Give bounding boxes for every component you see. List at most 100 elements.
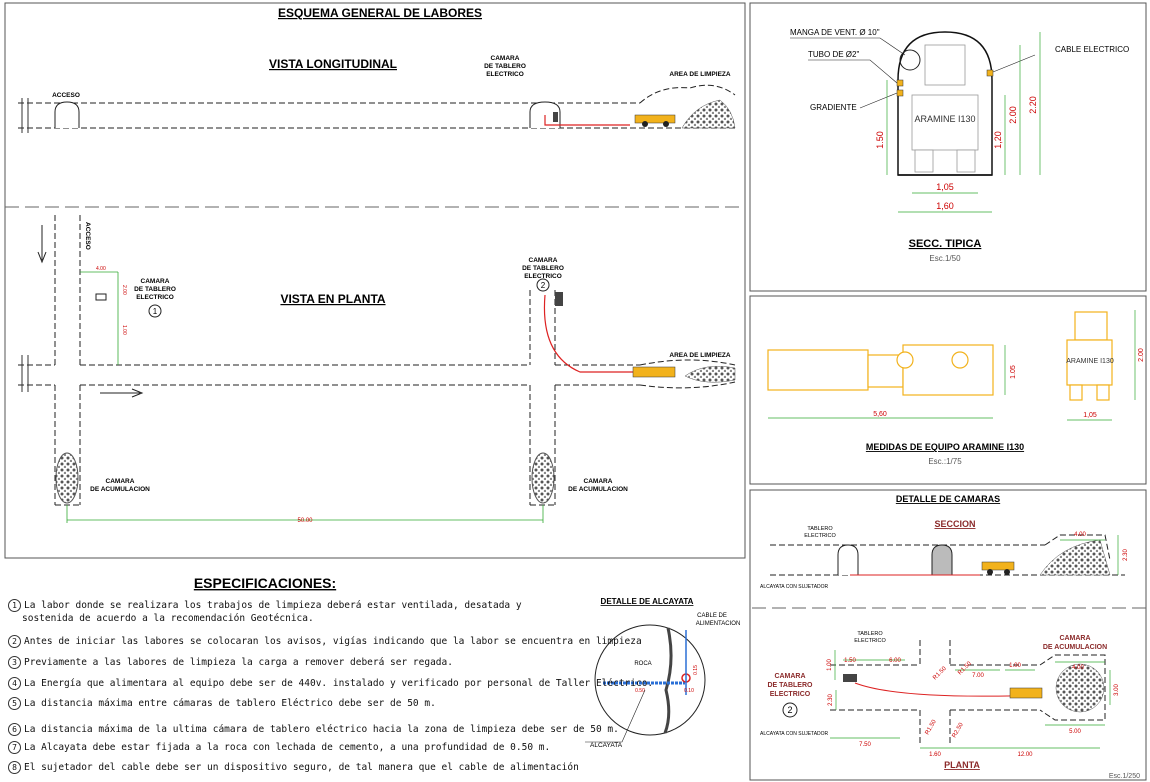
plan-camara2-num: 2 <box>541 281 546 290</box>
secc-tubo-left <box>896 79 904 87</box>
plan-cable <box>543 294 640 373</box>
detalle-d4: 1.00 <box>1009 663 1021 669</box>
plan-dim-50: 50.00 <box>297 518 313 524</box>
detalle-dim-400: 4.00 <box>1074 532 1086 538</box>
plan-camara1-tablero <box>95 293 107 301</box>
alcayata-roca: ROCA <box>634 661 651 667</box>
plan-camara1-marker <box>148 304 162 318</box>
detalle-seccion-scooptram <box>981 561 1015 575</box>
medidas-scale: Esc.:1/75 <box>928 457 962 466</box>
plan-scooptram <box>632 366 676 378</box>
spec-item: sostenida de acuerdo a la recomendación … <box>22 613 314 624</box>
alcayata-circle <box>594 624 706 736</box>
secc-dim-200: 2.00 <box>1008 106 1018 124</box>
detalle-d7: 5.00 <box>1069 729 1081 735</box>
spec-item-text: La Alcayata debe estar fijada a la roca … <box>24 742 551 753</box>
spec-item-number: 2 <box>8 635 21 648</box>
alcayata-label: ALCAYATA <box>590 742 623 749</box>
secc-title: SECC. TIPICA <box>909 238 982 250</box>
secc-manga-label: MANGA DE VENT. Ø 10" <box>790 28 880 37</box>
spec-item-number: 3 <box>8 656 21 669</box>
long-acceso-label: ACCESO <box>52 92 80 99</box>
long-area-label: AREA DE LIMPIEZA <box>669 71 730 78</box>
detalle-sujetador2: ALCAYATA CON SUJETADOR <box>760 731 829 737</box>
secc-cable-right <box>986 69 994 77</box>
secc-manga-circle <box>899 49 921 71</box>
long-rock-pile <box>681 99 736 129</box>
alcayata-title: DETALLE DE ALCAYATA <box>601 597 694 606</box>
plan-camara2-marker <box>536 278 550 292</box>
detalle-r2: R1.50 <box>957 660 973 676</box>
plan-acum2-pile <box>531 452 555 504</box>
spec-item-number: 7 <box>8 741 21 754</box>
spec-item-text: El sujetador del cable debe ser un dispo… <box>24 762 579 773</box>
detalle-planta-rocks <box>1055 663 1105 713</box>
detalle-planta-tablero <box>843 674 857 682</box>
detalle-planta-tunnel <box>830 640 1106 745</box>
medidas-front-view <box>1066 311 1113 401</box>
spec-item-text: La distancia máxima entre cámaras de tab… <box>24 698 436 709</box>
plan-dim-4: 4.00 <box>96 266 106 272</box>
plan-title: VISTA EN PLANTA <box>280 292 385 306</box>
plan-break-symbol <box>21 355 29 392</box>
plan-camara1-dims <box>80 271 119 365</box>
spec-item-number: 4 <box>8 677 21 690</box>
detalle-planta-scooptram <box>1009 687 1043 699</box>
detalle-sujetador: ALCAYATA CON SUJETADOR <box>760 584 829 590</box>
spec-item-text: sostenida de acuerdo a la recomendación … <box>22 613 314 624</box>
alcayata-leader <box>585 689 646 743</box>
medidas-dims <box>768 310 1136 421</box>
plan-tunnels <box>18 215 736 506</box>
plan-rock-pile <box>684 366 736 383</box>
detalle-d3: 7.00 <box>972 673 984 679</box>
detalle-planta: PLANTA <box>944 760 980 770</box>
spec-item-number: 5 <box>8 697 21 710</box>
plan-arrow-down-head <box>37 251 47 264</box>
secc-equipo-label: ARAMINE I130 <box>914 114 975 124</box>
long-acceso-niche <box>54 101 80 128</box>
spec-item-number: 8 <box>8 761 21 774</box>
plan-acceso-label: ACCESO <box>84 222 91 250</box>
detalle-d8: 7.50 <box>859 742 871 748</box>
secc-equipment <box>911 44 979 173</box>
main-title: ESQUEMA GENERAL DE LABORES <box>278 6 482 20</box>
detalle-planta-cable <box>854 682 1041 697</box>
long-tablero-box <box>553 112 558 122</box>
spec-item-number: 1 <box>8 599 21 612</box>
medidas-dim-105: 1,05 <box>1083 412 1097 419</box>
secc-dim-105: 1,05 <box>936 182 954 192</box>
spec-item-number: 6 <box>8 723 21 736</box>
medidas-side-view <box>767 344 994 396</box>
plan-camara1-num: 1 <box>153 307 158 316</box>
medidas-dim-105h: 1.05 <box>1010 365 1017 379</box>
plan-camara2-tablero <box>555 292 563 306</box>
detalle-planta-dims <box>830 650 1111 749</box>
detalle-r4: R2.50 <box>952 722 966 739</box>
alcayata-d3: 0.15 <box>693 665 699 675</box>
spec-item-text: La labor donde se realizara los trabajos… <box>24 600 522 611</box>
medidas-dim-200: 2.00 <box>1138 348 1145 362</box>
long-cable <box>544 115 630 126</box>
detalle-title: DETALLE DE CAMARAS <box>896 494 1000 504</box>
secc-leaders <box>790 37 1036 109</box>
detalle-dim-230: 2.30 <box>1123 549 1129 561</box>
alcayata-rock-face <box>663 627 673 734</box>
detalle-scale: Esc.1/250 <box>1109 773 1140 780</box>
secc-tubo-label: TUBO DE Ø2" <box>808 50 859 59</box>
detalle-seccion-rocks <box>1039 539 1111 576</box>
plan-dim-a: 2.00 <box>121 285 127 295</box>
